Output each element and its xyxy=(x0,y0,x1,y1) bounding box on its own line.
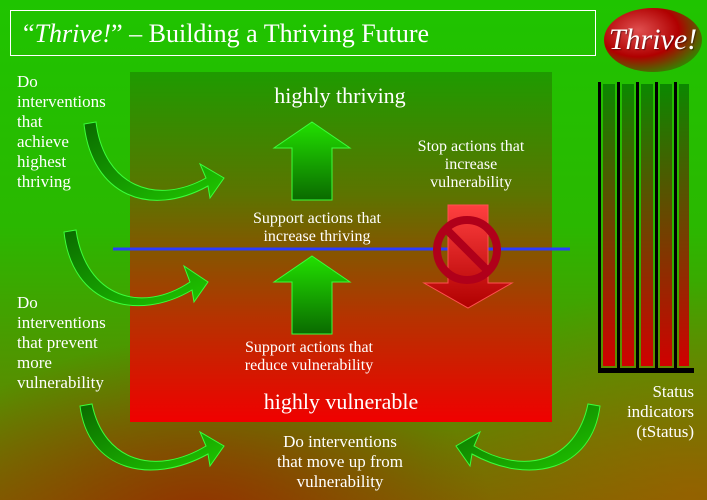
curved-arrow-icon xyxy=(63,229,209,307)
up-arrow-upper xyxy=(272,121,352,201)
bottom-center-text: Do interventions that move up from vulne… xyxy=(276,432,404,491)
title-quote-open: “ xyxy=(23,19,35,48)
thrive-logo: Thrive! xyxy=(604,8,702,72)
left-top-text: Do interventions that achieve highest th… xyxy=(17,72,106,191)
left-middle-text: Do interventions that prevent more vulne… xyxy=(17,293,106,392)
stop-actions-text: Stop actions that increase vulnerability xyxy=(417,138,525,191)
title-quote-close: ” xyxy=(111,19,123,48)
curved-arrow-icon xyxy=(79,403,225,471)
support-thriving-text: Support actions that increase thriving xyxy=(253,210,381,245)
highly-vulnerable-label: highly vulnerable xyxy=(263,389,419,414)
curved-arrow-icon xyxy=(455,403,601,471)
title-italic: Thrive! xyxy=(34,19,112,48)
status-indicator-bars xyxy=(598,82,694,373)
highly-thriving-label: highly thriving xyxy=(274,83,406,108)
title-rest: – Building a Thriving Future xyxy=(122,19,430,48)
no-symbol-icon xyxy=(433,216,501,284)
status-indicators-text: Status indicators (tStatus) xyxy=(626,382,694,441)
up-arrow-lower xyxy=(272,255,352,335)
logo-text: Thrive! xyxy=(608,23,698,56)
page-title: “Thrive!” – Building a Thriving Future xyxy=(10,10,596,56)
curved-arrow-icon xyxy=(83,121,225,201)
support-vulnerability-text: Support actions that reduce vulnerabilit… xyxy=(244,339,374,374)
